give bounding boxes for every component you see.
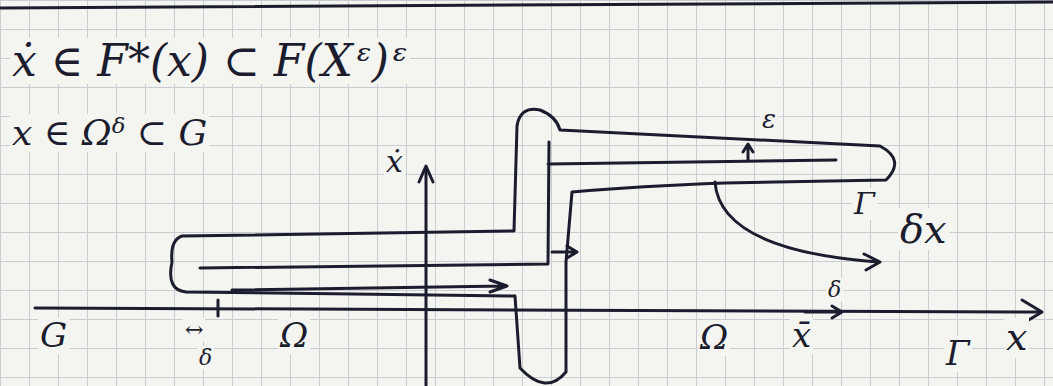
- set-label: G: [38, 318, 69, 354]
- gamma-arrow: [715, 182, 880, 270]
- normal-arrow: [552, 246, 577, 258]
- y-axis-head: [419, 166, 433, 182]
- point-label: x̄: [790, 318, 813, 354]
- tube-outline: [171, 109, 895, 383]
- axis-label: ẋ: [384, 146, 405, 178]
- domain-formula: x ∈ Ωᵟ ⊂ G: [10, 114, 209, 152]
- inclusion-formula: ẋ ∈ F*(x) ⊂ F(Xᵋ)ᵋ: [10, 38, 410, 84]
- delta-tick: [217, 300, 220, 316]
- epsilon-label: ε: [760, 106, 778, 133]
- gamma-label: Γ: [852, 188, 877, 220]
- set-label: Ω: [278, 318, 310, 354]
- epsilon-arrow: [743, 144, 753, 160]
- delta-label: δ: [826, 278, 843, 301]
- y-axis: [425, 168, 428, 386]
- page-edge: [0, 2, 1053, 8]
- delta-label: δ: [197, 346, 214, 369]
- x-axis: [35, 308, 1040, 312]
- set-label: Ω: [698, 320, 730, 356]
- axis-label: x: [1004, 318, 1029, 358]
- boundary-label: δx: [898, 208, 949, 250]
- gamma-label: Γ: [944, 336, 972, 372]
- delta-arrow: [805, 306, 842, 318]
- inner-path: [232, 280, 507, 292]
- trajectory: [200, 142, 836, 268]
- width-arrow: ↔: [183, 318, 205, 341]
